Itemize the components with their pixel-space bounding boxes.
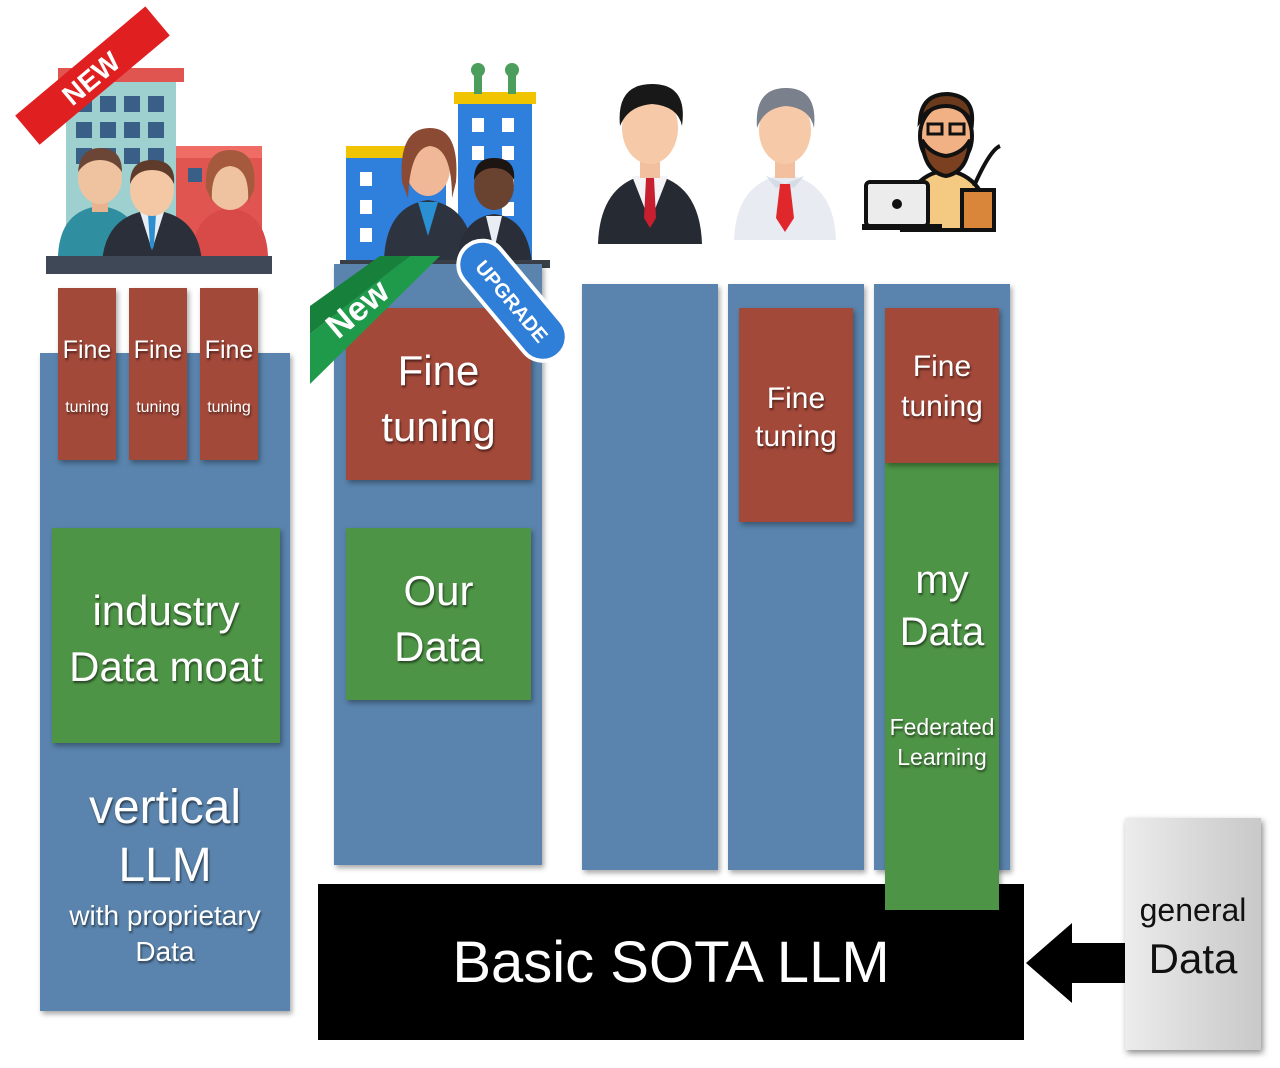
our-data-block: Our Data — [346, 528, 531, 700]
fine-tuning-block-3: Fine tuning — [200, 288, 258, 460]
new-banner-icon: New — [310, 256, 440, 384]
federated-label-line-1: Federated — [889, 714, 995, 740]
fine-label: Fine — [204, 336, 254, 364]
data-box-line-1: Our — [403, 567, 474, 614]
tuning-label: tuning — [755, 420, 837, 453]
business-team-icon — [340, 63, 550, 268]
data-box-line-1: my — [915, 558, 969, 602]
fine-tuning-block-company: Fine tuning — [346, 308, 531, 480]
data-box-line-1: industry — [92, 587, 240, 634]
data-box-line-2: Data moat — [69, 643, 263, 690]
vertical-llm-title-line-1: vertical — [88, 781, 242, 834]
employee-icon — [734, 88, 836, 240]
fine-tuning-block-person3: Fine tuning — [885, 308, 999, 463]
upgrade-badge-icon: UPGRADE — [456, 238, 569, 363]
tuning-label: tuning — [65, 399, 109, 416]
businessman-icon — [598, 84, 702, 244]
data-box-line-2: Data — [899, 610, 985, 654]
tuning-label: tuning — [207, 399, 251, 416]
general-data-line-2: Data — [1148, 935, 1238, 982]
person1-column — [582, 284, 718, 870]
vertical-llm-subtitle-line-1: with proprietary — [69, 900, 261, 931]
general-data-line-1: general — [1139, 892, 1247, 928]
tuning-label: tuning — [901, 390, 983, 423]
fine-label: Fine — [766, 382, 826, 415]
industry-data-block: industry Data moat — [52, 528, 280, 743]
vertical-llm-subtitle-line-2: Data — [135, 936, 195, 967]
tuning-label: tuning — [136, 399, 180, 416]
federated-label-line-2: Learning — [897, 744, 987, 770]
fine-tuning-block-1: Fine tuning — [58, 288, 116, 460]
office-team-icon: NEW — [15, 6, 272, 274]
basic-sota-llm-block: Basic SOTA LLM — [318, 884, 1024, 1040]
tuning-label: tuning — [381, 403, 496, 450]
vertical-llm-title-line-2: LLM — [118, 839, 212, 892]
fine-label: Fine — [912, 350, 972, 383]
fine-tuning-block-2: Fine tuning — [129, 288, 187, 460]
fine-label: Fine — [397, 347, 480, 394]
basic-sota-llm-label: Basic SOTA LLM — [452, 930, 890, 995]
developer-icon — [862, 91, 1001, 232]
fine-label: Fine — [62, 336, 112, 364]
my-data-block: my Data Federated Learning — [885, 462, 999, 910]
fine-tuning-block-person2: Fine tuning — [739, 308, 853, 522]
arrow-left-icon — [1026, 923, 1126, 1003]
fine-label: Fine — [133, 336, 183, 364]
data-box-line-2: Data — [394, 623, 483, 670]
my-data-overlap — [885, 862, 999, 910]
general-data-block: general Data — [1125, 818, 1261, 1050]
